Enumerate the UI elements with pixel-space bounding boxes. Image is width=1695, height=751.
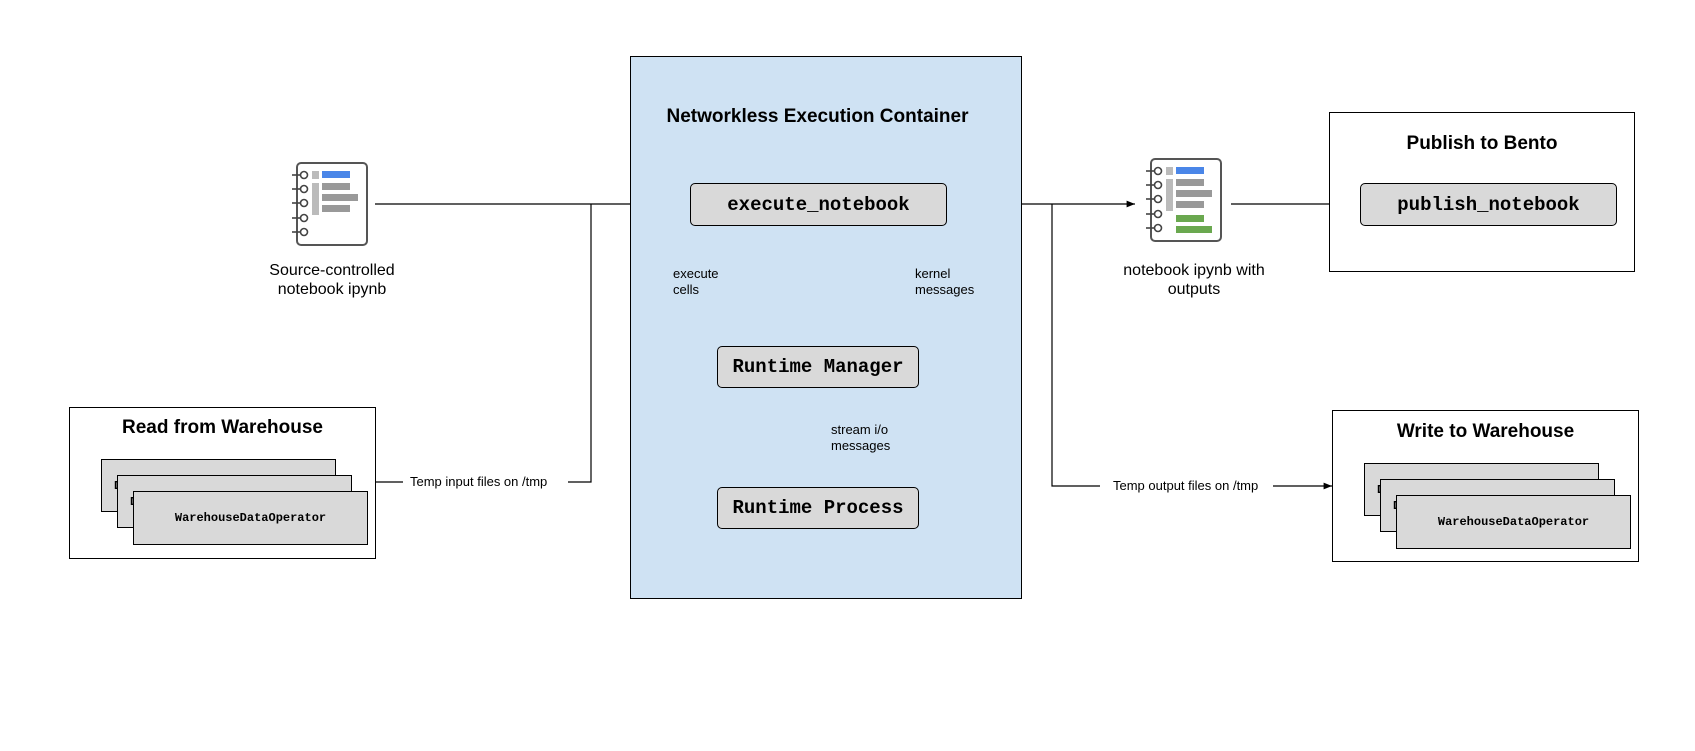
temp-input-label: Temp input files on /tmp	[404, 474, 554, 490]
kernel-messages-label: kernel messages	[915, 266, 975, 297]
stream-io-label: stream i/o messages	[831, 422, 891, 453]
container-title: Networkless Execution Container	[666, 106, 969, 127]
edge-execute-to-write-warehouse	[1051, 204, 1100, 487]
read-operator-front: WarehouseDataOperator	[133, 491, 368, 545]
execute-notebook-node: execute_notebook	[690, 183, 947, 226]
source-notebook-caption: Source-controlled notebook ipynb	[269, 262, 395, 298]
temp-output-label: Temp output files on /tmp	[1107, 478, 1265, 494]
output-notebook-caption: notebook ipynb with outputs	[1123, 262, 1265, 298]
execute-cells-label: execute cells	[673, 266, 719, 297]
write-warehouse-title: Write to Warehouse	[1396, 421, 1575, 442]
publish-box-title: Publish to Bento	[1406, 133, 1558, 154]
runtime-process-node: Runtime Process	[717, 487, 919, 529]
write-operator-front: WarehouseDataOperator	[1396, 495, 1631, 549]
read-warehouse-title: Read from Warehouse	[122, 417, 323, 438]
output-notebook-icon	[1146, 157, 1226, 250]
publish-notebook-node: publish_notebook	[1360, 183, 1617, 226]
edge-read-warehouse-to-execute-2	[568, 204, 592, 483]
source-notebook-icon	[292, 161, 372, 254]
runtime-manager-node: Runtime Manager	[717, 346, 919, 388]
